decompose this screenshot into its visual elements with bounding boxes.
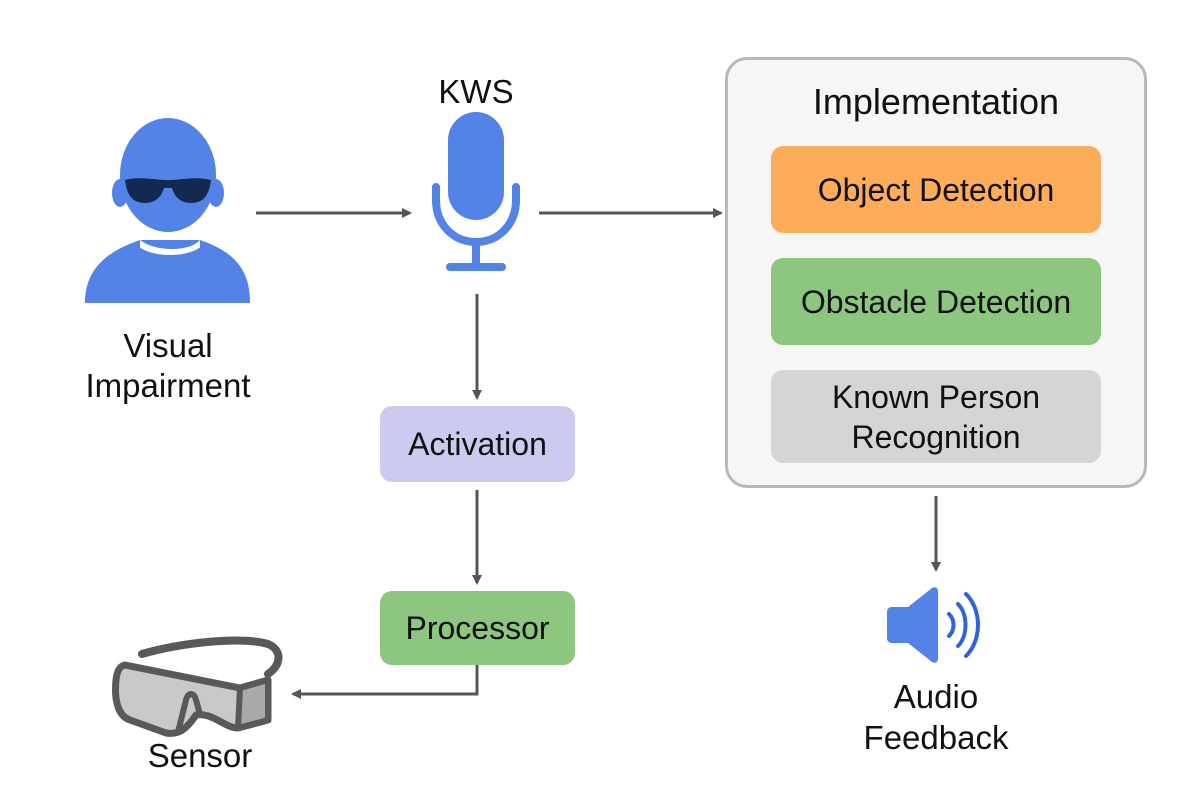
object-detection-label: Object Detection: [817, 171, 1055, 208]
processor-box: Processor: [380, 591, 575, 665]
speaker-icon: [887, 587, 980, 663]
activation-box: Activation: [380, 406, 575, 482]
known-person-label-line2: Recognition: [851, 418, 1021, 455]
obstacle-detection-box: Obstacle Detection: [771, 258, 1101, 345]
activation-label: Activation: [408, 426, 547, 462]
sensor-label: Sensor: [147, 737, 253, 774]
kws-label: KWS: [438, 73, 514, 110]
microphone-icon: [432, 112, 520, 271]
known-person-label-line1: Known Person: [831, 378, 1041, 415]
processor-label: Processor: [405, 610, 550, 646]
known-person-recognition-box: Known Person Recognition: [771, 370, 1101, 463]
arrow-processor-to-sensor: [291, 665, 479, 699]
smart-glasses-icon: [112, 636, 283, 737]
user-label-line1: Visual: [123, 327, 213, 364]
object-detection-box: Object Detection: [771, 146, 1101, 233]
audio-label-line2: Feedback: [863, 719, 1009, 756]
obstacle-detection-label: Obstacle Detection: [800, 283, 1072, 320]
person-with-sunglasses-icon: [85, 118, 250, 303]
implementation-title: Implementation: [812, 81, 1060, 122]
user-label-line2: Impairment: [85, 367, 251, 404]
audio-label-line1: Audio: [893, 678, 979, 715]
